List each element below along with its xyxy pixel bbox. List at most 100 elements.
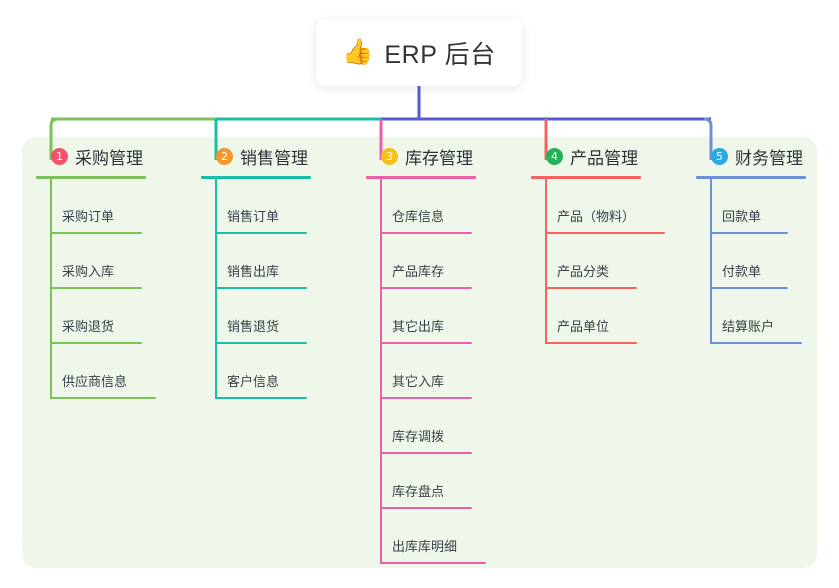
branch-header-product[interactable]: 4 产品管理 — [531, 144, 641, 168]
branch-item[interactable]: 库存盘点 — [366, 454, 476, 509]
branch-item-stem — [380, 234, 382, 289]
branch-item[interactable]: 供应商信息 — [36, 344, 156, 399]
diagram-background-panel — [22, 137, 817, 568]
branch-item-stem — [50, 179, 52, 234]
branch-item[interactable]: 库存调拨 — [366, 399, 476, 454]
branch-header-rule-purchase — [36, 176, 146, 179]
branch-item[interactable]: 回款单 — [696, 179, 806, 234]
branch-item-rule — [545, 342, 637, 344]
branch-item[interactable]: 销售出库 — [201, 234, 311, 289]
branch-item-label: 采购订单 — [62, 209, 115, 224]
branch-item[interactable]: 采购入库 — [36, 234, 146, 289]
branch-item-label: 仓库信息 — [392, 209, 445, 224]
branch-item-stem — [545, 234, 547, 289]
branch-item[interactable]: 产品（物料） — [531, 179, 665, 234]
branch-header-rule-finance — [696, 176, 806, 179]
branch-item-stem — [710, 289, 712, 344]
branch-badge-finance: 5 — [711, 147, 728, 165]
branch-item-label: 库存盘点 — [392, 484, 445, 499]
branch-item-label: 库存调拨 — [392, 429, 445, 444]
branch-title-purchase: 采购管理 — [75, 148, 143, 168]
branch-item-label: 销售订单 — [227, 209, 280, 224]
root-node-title: ERP 后台 — [384, 40, 496, 69]
branch-title-inventory: 库存管理 — [405, 148, 473, 168]
branch-item-label: 其它入库 — [392, 374, 445, 389]
branch-item-stem — [215, 234, 217, 289]
branch-column-inventory: 3 库存管理仓库信息产品库存其它出库其它入库库存调拨库存盘点出库库明细 — [366, 144, 486, 564]
branch-item-rule — [545, 232, 665, 234]
branch-item-label: 采购退货 — [62, 319, 115, 334]
branch-item-stem — [380, 509, 382, 564]
branch-header-rule-sales — [201, 176, 311, 179]
branch-item[interactable]: 付款单 — [696, 234, 806, 289]
branch-item-label: 回款单 — [722, 209, 762, 224]
branch-column-product: 4 产品管理产品（物料） 产品分类产品单位 — [531, 144, 665, 344]
branch-item-rule — [710, 287, 788, 289]
branch-item-stem — [380, 344, 382, 399]
branch-item[interactable]: 采购订单 — [36, 179, 146, 234]
branch-item-rule — [50, 342, 142, 344]
branch-item[interactable]: 产品单位 — [531, 289, 641, 344]
branch-header-sales[interactable]: 2 销售管理 — [201, 144, 311, 168]
branch-item[interactable]: 产品分类 — [531, 234, 641, 289]
branch-item-rule — [50, 397, 156, 399]
branch-item[interactable]: 仓库信息 — [366, 179, 476, 234]
branch-badge-product: 4 — [546, 147, 563, 165]
branch-item-stem — [50, 344, 52, 399]
branch-title-finance: 财务管理 — [735, 148, 803, 168]
branch-header-rule-inventory — [366, 176, 476, 179]
branch-item-label: 产品库存 — [392, 264, 445, 279]
branch-item[interactable]: 出库库明细 — [366, 509, 486, 564]
branch-item-stem — [380, 179, 382, 234]
branch-item-rule — [50, 232, 142, 234]
branch-item-rule — [215, 397, 307, 399]
branch-item-label: 产品分类 — [557, 264, 610, 279]
branch-item-stem — [380, 289, 382, 344]
branch-item[interactable]: 销售订单 — [201, 179, 311, 234]
branch-item-stem — [215, 289, 217, 344]
branch-item-label: 结算账户 — [722, 319, 775, 334]
branch-item-stem — [545, 289, 547, 344]
branch-header-rule-product — [531, 176, 641, 179]
root-node-content: 👍 ERP 后台 — [342, 35, 496, 71]
branch-item-stem — [50, 289, 52, 344]
branch-items-finance: 回款单付款单结算账户 — [696, 179, 806, 344]
branch-badge-inventory: 3 — [381, 147, 398, 165]
branch-badge-sales: 2 — [216, 147, 233, 165]
branch-header-inventory[interactable]: 3 库存管理 — [366, 144, 476, 168]
branch-item-label: 产品单位 — [557, 319, 610, 334]
branch-title-product: 产品管理 — [570, 148, 638, 168]
branch-item-label: 采购入库 — [62, 264, 115, 279]
branch-item-stem — [215, 344, 217, 399]
branch-item-rule — [710, 232, 788, 234]
branch-item[interactable]: 结算账户 — [696, 289, 806, 344]
branch-item-label: 客户信息 — [227, 374, 280, 389]
branch-item-label: 出库库明细 — [392, 539, 458, 554]
branch-item[interactable]: 采购退货 — [36, 289, 146, 344]
branch-item-rule — [215, 287, 307, 289]
branch-item-rule — [215, 342, 307, 344]
branch-items-inventory: 仓库信息产品库存其它出库其它入库库存调拨库存盘点出库库明细 — [366, 179, 486, 564]
branch-item-stem — [50, 234, 52, 289]
branch-item[interactable]: 其它出库 — [366, 289, 476, 344]
branch-item-label: 供应商信息 — [62, 374, 128, 389]
branch-item[interactable]: 销售退货 — [201, 289, 311, 344]
branch-items-product: 产品（物料） 产品分类产品单位 — [531, 179, 665, 344]
branch-item-stem — [380, 399, 382, 454]
branch-item[interactable]: 产品库存 — [366, 234, 476, 289]
thumbs-up-icon: 👍 — [342, 38, 374, 66]
branch-item-label: 其它出库 — [392, 319, 445, 334]
branch-title-sales: 销售管理 — [240, 148, 308, 168]
branch-item-label: 销售退货 — [227, 319, 280, 334]
branch-column-sales: 2 销售管理销售订单销售出库销售退货客户信息 — [201, 144, 311, 399]
branch-item-stem — [380, 454, 382, 509]
branch-item[interactable]: 客户信息 — [201, 344, 311, 399]
branch-item-label: 付款单 — [722, 264, 762, 279]
branch-item-label: 销售出库 — [227, 264, 280, 279]
branch-header-finance[interactable]: 5 财务管理 — [696, 144, 806, 168]
branch-item[interactable]: 其它入库 — [366, 344, 476, 399]
root-node[interactable]: 👍 ERP 后台 — [316, 19, 522, 86]
